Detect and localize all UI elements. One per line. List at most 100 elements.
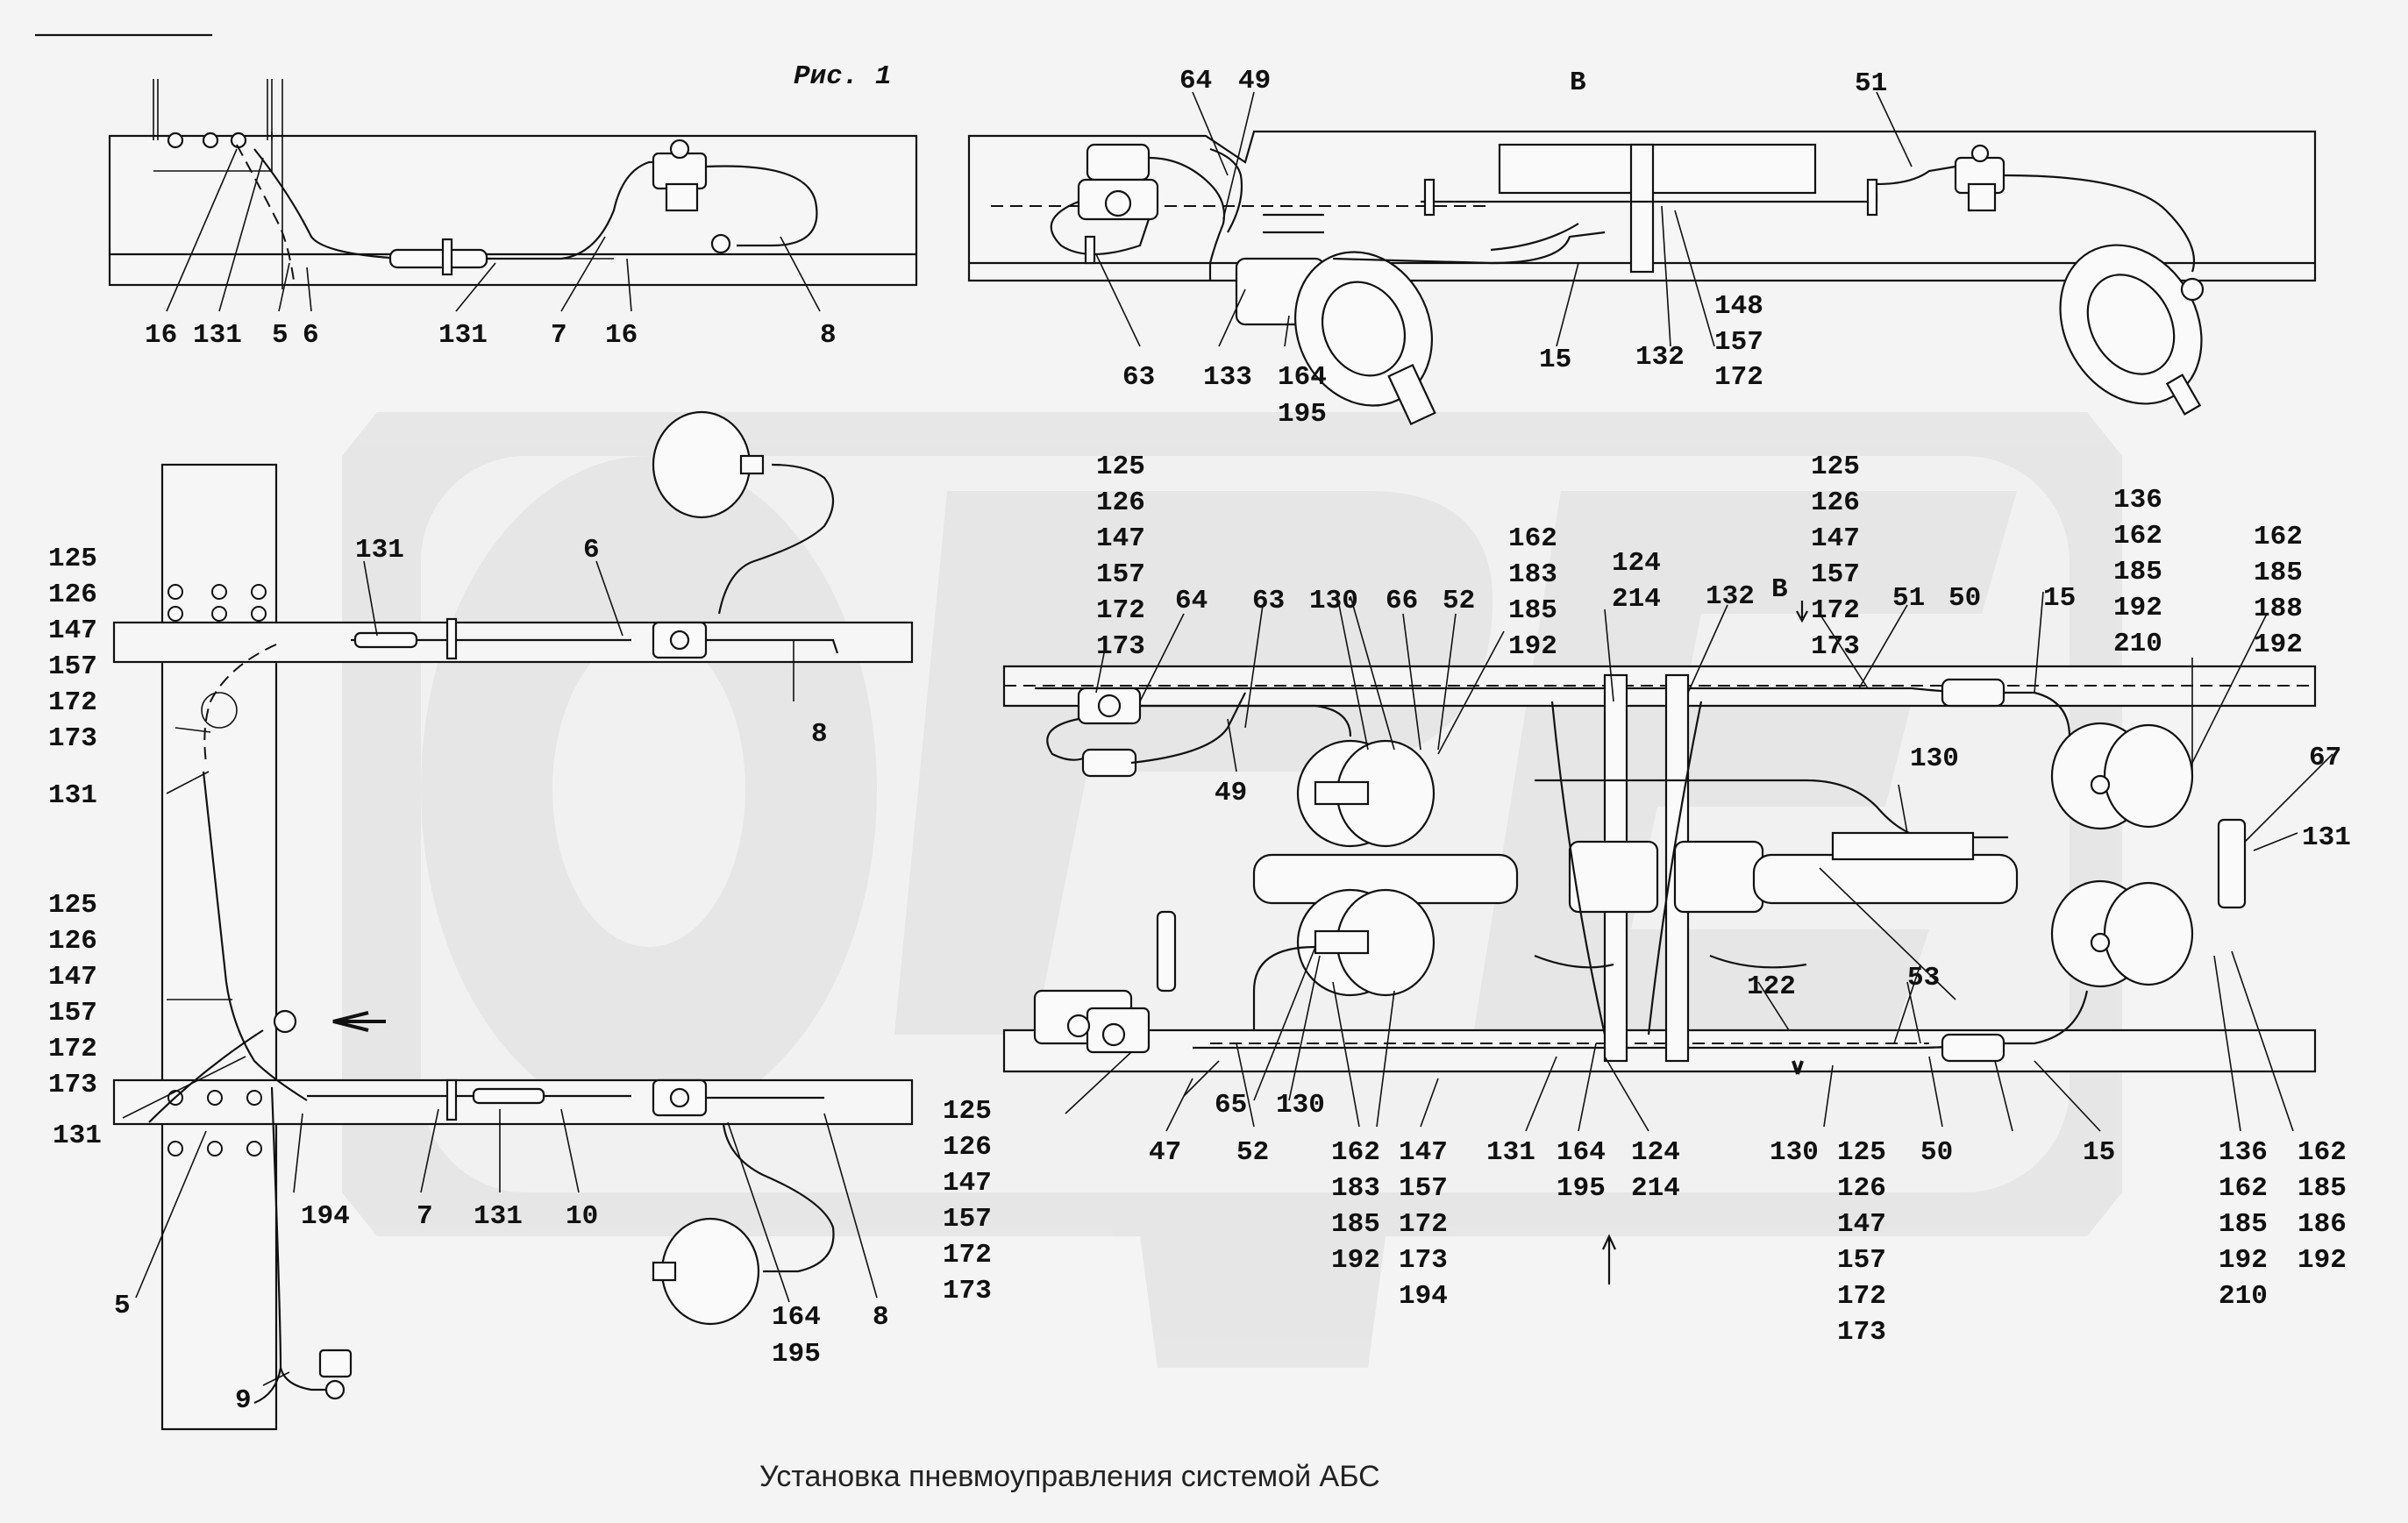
part-label: 130	[1770, 1137, 1819, 1168]
part-label: 50	[1920, 1137, 1953, 1168]
part-label: 9	[235, 1385, 252, 1416]
part-label: 49	[1238, 66, 1271, 96]
part-label: 47	[1149, 1137, 1181, 1168]
part-label: 195	[772, 1339, 821, 1370]
view-arrow	[1796, 601, 1808, 623]
part-label: 16	[605, 320, 638, 351]
part-label: 16	[145, 320, 177, 351]
view-right-plan	[1002, 665, 2317, 1075]
part-label: 6	[583, 535, 600, 566]
part-label: 132	[1706, 581, 1755, 612]
figure-title: Рис. 1	[794, 61, 892, 92]
part-label: 131	[474, 1201, 523, 1232]
part-label: 131	[2302, 822, 2351, 853]
view-letter-top: В	[1570, 68, 1586, 98]
part-label: 131	[193, 320, 242, 351]
part-label: 7	[551, 320, 567, 351]
part-label: 15	[2043, 583, 2076, 614]
frame-rail-top-left	[108, 134, 918, 287]
part-label: 15	[2083, 1137, 2115, 1168]
part-label: 65	[1215, 1090, 1247, 1121]
brake-chamber-left-lower	[652, 1217, 760, 1326]
part-label: 131	[1486, 1137, 1535, 1168]
leader-lines	[122, 91, 2333, 1386]
brake-chamber-top-center	[1235, 251, 1436, 425]
part-label: 8	[873, 1302, 889, 1333]
brake-chamber-left-upper	[652, 410, 765, 519]
part-label: 51	[1892, 583, 1925, 614]
part-label: 131	[438, 320, 488, 351]
part-label: 8	[820, 320, 837, 351]
brake-chamber-top-right	[2059, 244, 2205, 416]
part-label: 148	[1714, 291, 1763, 322]
part-label: 63	[1252, 586, 1285, 616]
valve-left-upper	[652, 621, 708, 659]
part-label: 157	[1714, 327, 1763, 358]
valve-left-lower	[652, 1078, 708, 1117]
part-label: 130	[1309, 586, 1358, 616]
brake-chamber-mid-ll	[1296, 888, 1436, 997]
part-label: 130	[1910, 744, 1959, 774]
part-label: 51	[1855, 68, 1887, 99]
part-label: 66	[1386, 586, 1418, 616]
axle-left	[1252, 840, 1659, 914]
view-left-plan	[112, 410, 914, 1431]
modulator-valve-mid-upper	[1077, 687, 1142, 778]
part-label: 64	[1179, 66, 1212, 96]
part-label: 50	[1948, 583, 1981, 614]
part-label: 67	[2309, 743, 2341, 773]
part-label: 52	[1443, 586, 1475, 616]
modulator-valve-lower	[1033, 989, 1151, 1054]
valve-top-left	[652, 139, 708, 212]
view-top-right	[967, 130, 2317, 425]
direction-arrow	[1602, 1234, 1616, 1285]
modulator-valve-left	[1077, 143, 1159, 221]
part-label: 131	[355, 535, 404, 566]
part-label: 133	[1203, 362, 1252, 393]
part-label: 10	[566, 1201, 598, 1232]
view-letter-mid: В	[1771, 574, 1788, 605]
brake-chamber-right-lower	[2050, 879, 2194, 988]
labels-layer: Рис. 1 В В Установка пневмоуправления си…	[48, 61, 2351, 1493]
part-label: 8	[811, 719, 828, 750]
part-label: 131	[48, 780, 97, 811]
part-label: 53	[1907, 963, 1940, 993]
part-label: 5	[272, 320, 289, 351]
part-label: 194	[301, 1201, 350, 1232]
part-label: 5	[114, 1291, 131, 1321]
part-label: 49	[1215, 778, 1247, 808]
part-label: 172	[1714, 362, 1763, 393]
part-label: 15	[1539, 345, 1571, 375]
part-label: 164	[772, 1302, 821, 1333]
part-label: 132	[1635, 342, 1685, 373]
axle-right	[1673, 840, 2019, 914]
part-label: 130	[1276, 1090, 1325, 1121]
part-label: 164	[1278, 362, 1327, 393]
part-label: 131	[53, 1121, 102, 1151]
figure-caption: Установка пневмоуправления системой АБС	[759, 1460, 1380, 1493]
valve-bottom-left	[318, 1349, 353, 1400]
part-label: 64	[1175, 586, 1208, 616]
part-label: 195	[1278, 399, 1327, 430]
modulator-valve-right	[1954, 144, 2005, 212]
part-label: 63	[1122, 362, 1155, 393]
part-label: 7	[417, 1201, 433, 1232]
part-label: 6	[303, 320, 319, 351]
brake-chamber-mid-ul	[1296, 739, 1436, 848]
